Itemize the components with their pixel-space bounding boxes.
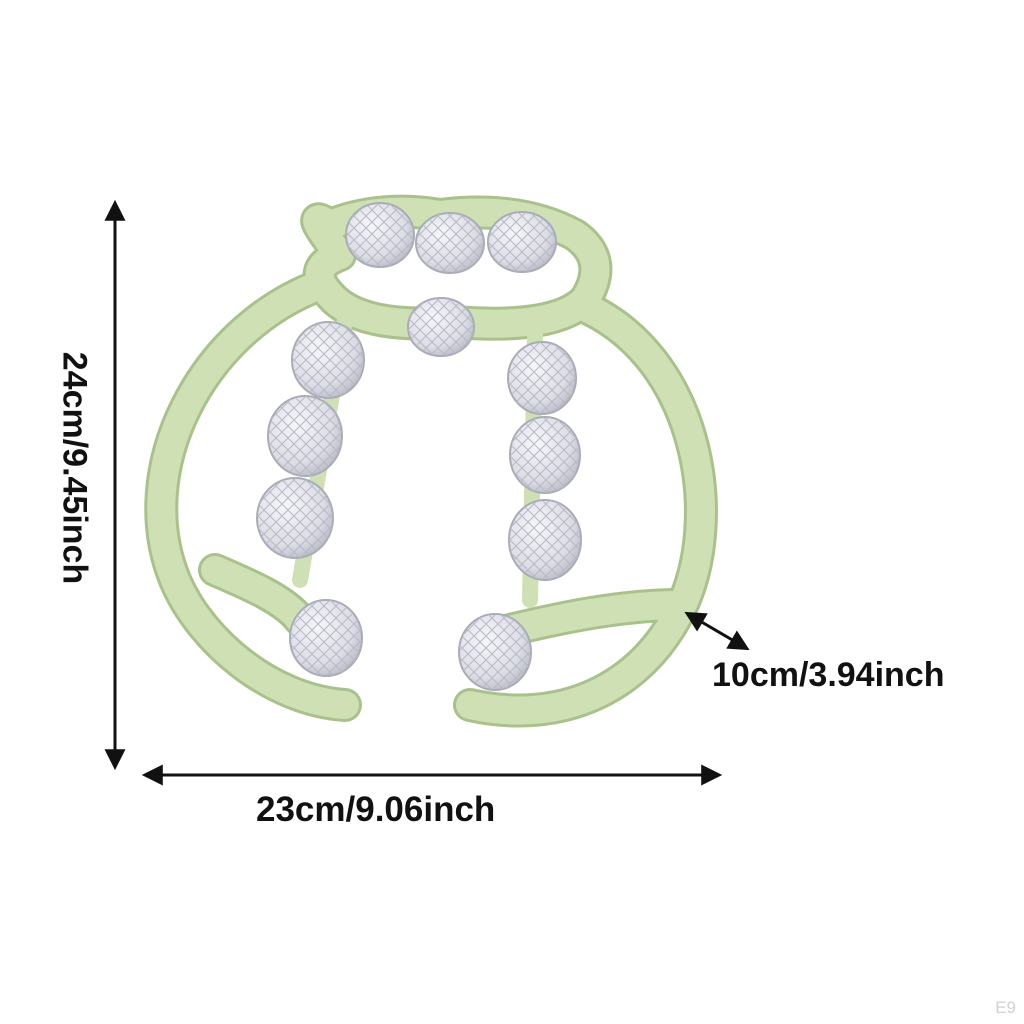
roller bbox=[267, 395, 343, 477]
roller bbox=[256, 477, 334, 559]
roller bbox=[407, 297, 475, 357]
roller bbox=[458, 613, 532, 691]
roller bbox=[487, 211, 557, 273]
roller bbox=[345, 202, 415, 268]
roller bbox=[289, 599, 363, 677]
width-dimension-label: 23cm/9.06inch bbox=[256, 790, 496, 829]
depth-dimension-label: 10cm/3.94inch bbox=[712, 656, 945, 694]
roller bbox=[509, 416, 581, 494]
watermark-text: E9 bbox=[995, 998, 1016, 1017]
massage-rollers bbox=[256, 202, 582, 691]
depth-arrow bbox=[684, 611, 750, 651]
roller bbox=[415, 212, 485, 274]
roller bbox=[508, 499, 582, 581]
height-dimension-label: 24cm/9.45inch bbox=[55, 351, 94, 585]
dimension-arrows bbox=[104, 199, 750, 786]
roller bbox=[507, 341, 577, 415]
massager-frame bbox=[144, 194, 718, 728]
roller bbox=[291, 321, 365, 399]
